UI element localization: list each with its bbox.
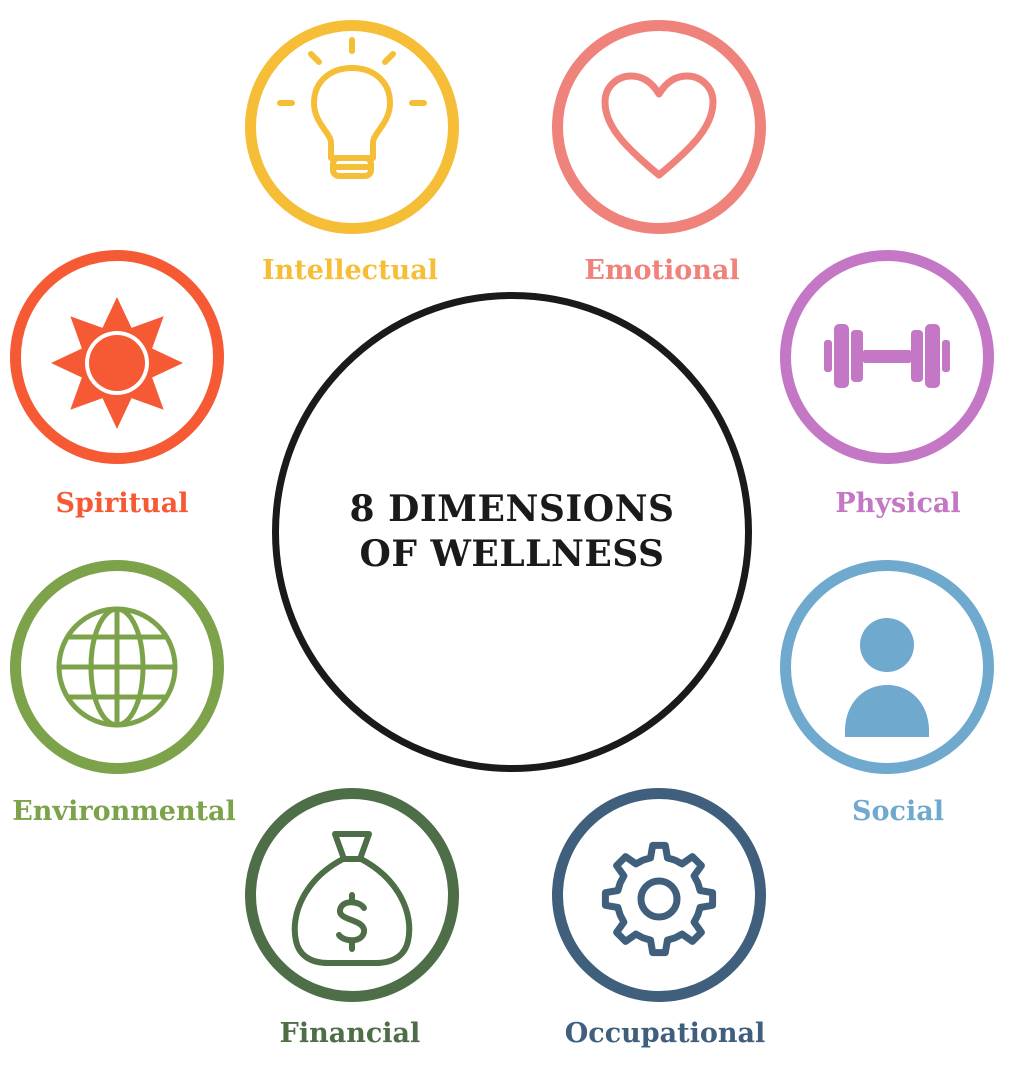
sun-icon [51, 297, 183, 429]
emotional-circle [552, 20, 766, 234]
intellectual-circle [245, 20, 459, 234]
environmental-circle [10, 560, 224, 774]
physical-circle [780, 250, 994, 464]
lightbulb-icon [277, 37, 427, 179]
social-circle [780, 560, 994, 774]
emotional-label: Emotional [584, 255, 740, 286]
environmental-label: Environmental [12, 796, 236, 827]
person-icon [845, 618, 929, 737]
financial-circle [245, 788, 459, 1002]
center-title-line-2: OF WELLNESS [359, 533, 665, 575]
dumbbell-icon [824, 324, 950, 388]
center-title-line-1: 8 DIMENSIONS [349, 488, 675, 530]
gear-icon [601, 841, 717, 957]
spiritual-circle [10, 250, 224, 464]
occupational-circle [552, 788, 766, 1002]
spiritual-label: Spiritual [55, 488, 189, 519]
globe-icon [56, 606, 178, 728]
center-circle: 8 DIMENSIONS OF WELLNESS [272, 292, 752, 772]
occupational-label: Occupational [564, 1018, 766, 1049]
social-label: Social [852, 796, 944, 827]
intellectual-label: Intellectual [262, 255, 438, 286]
money-bag-icon [291, 831, 413, 966]
physical-label: Physical [835, 488, 961, 519]
heart-icon [601, 72, 717, 179]
financial-label: Financial [279, 1018, 421, 1049]
